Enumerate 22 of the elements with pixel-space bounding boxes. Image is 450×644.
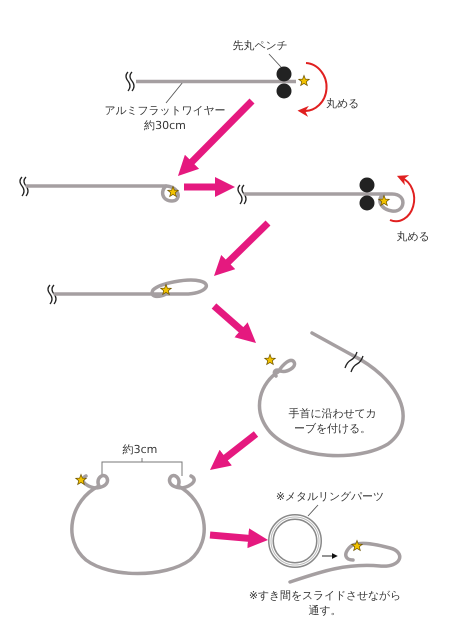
part-label: 約30cm — [143, 118, 187, 133]
arrow — [210, 431, 258, 470]
part-label: ※メタルリングパーツ — [274, 489, 386, 504]
bend-instruction: 丸める — [325, 96, 360, 111]
tool-label: 先丸ペンチ — [232, 38, 288, 53]
leader-line — [308, 504, 318, 516]
arrow — [178, 98, 254, 176]
leader-line — [166, 82, 184, 104]
wire-drawing — [134, 79, 298, 84]
note-text: ※すき間をスライドさせながら通す。 — [248, 588, 402, 618]
arrow — [210, 528, 268, 548]
part-label: アルミフラットワイヤー — [104, 103, 226, 118]
arrow — [184, 177, 235, 197]
arrow — [322, 553, 338, 559]
instruction-text: 手首に沿わせてカーブを付ける。 — [288, 406, 378, 436]
dimension-label: 約3cm — [122, 442, 158, 457]
bend-instruction: 丸める — [396, 229, 430, 244]
ring-drawing — [268, 514, 322, 568]
leader-line — [268, 54, 282, 68]
pliers-drawing — [276, 66, 292, 99]
arrow — [214, 220, 270, 276]
arrow — [212, 303, 256, 343]
